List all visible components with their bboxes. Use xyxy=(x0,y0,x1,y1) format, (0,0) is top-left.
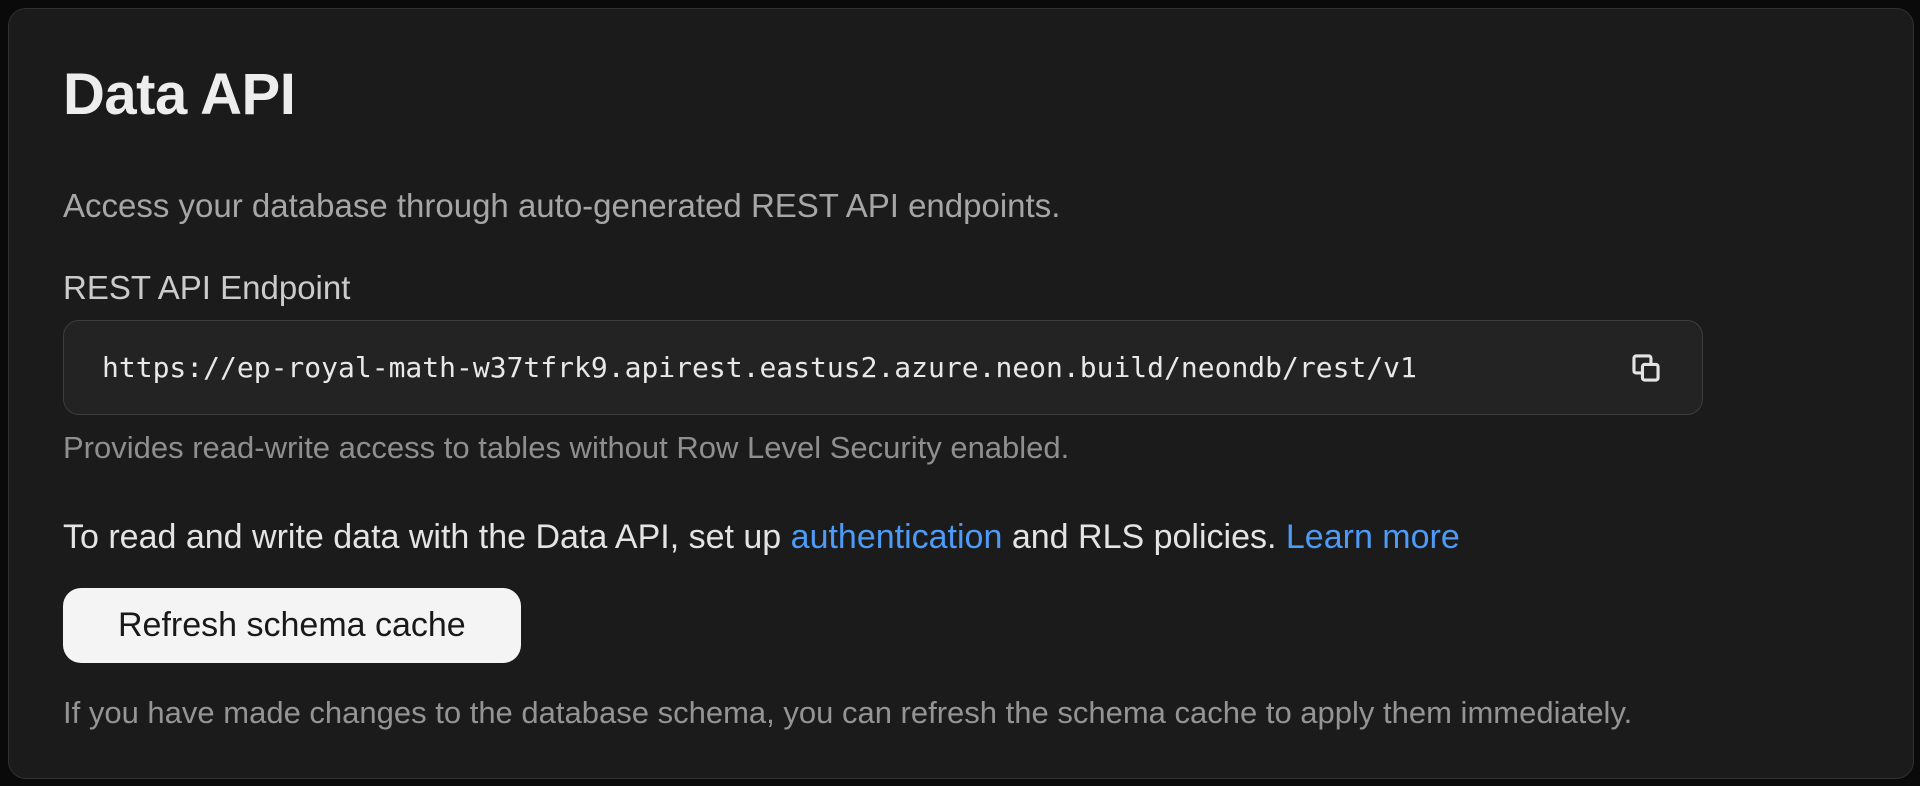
copy-icon xyxy=(1629,351,1663,385)
endpoint-helper-text: Provides read-write access to tables wit… xyxy=(63,430,1070,465)
authentication-link[interactable]: authentication xyxy=(790,518,1003,556)
rls-note-prefix: To read and write data with the Data API… xyxy=(63,518,791,556)
data-api-panel: Data API Access your database through au… xyxy=(8,8,1914,779)
rls-note: To read and write data with the Data API… xyxy=(63,515,1859,559)
endpoint-url-value: https://ep-royal-math-w37tfrk9.apirest.e… xyxy=(102,351,1417,384)
rls-note-middle: and RLS policies. xyxy=(1002,518,1286,556)
refresh-helper-text: If you have made changes to the database… xyxy=(63,695,1633,730)
endpoint-url-field[interactable]: https://ep-royal-math-w37tfrk9.apirest.e… xyxy=(63,320,1703,415)
endpoint-label: REST API Endpoint xyxy=(63,269,351,306)
learn-more-link[interactable]: Learn more xyxy=(1285,518,1460,556)
copy-endpoint-button[interactable] xyxy=(1626,348,1666,388)
page-description: Access your database through auto-genera… xyxy=(63,187,1061,224)
refresh-schema-cache-button[interactable]: Refresh schema cache xyxy=(63,588,521,663)
page-title: Data API xyxy=(63,62,296,127)
